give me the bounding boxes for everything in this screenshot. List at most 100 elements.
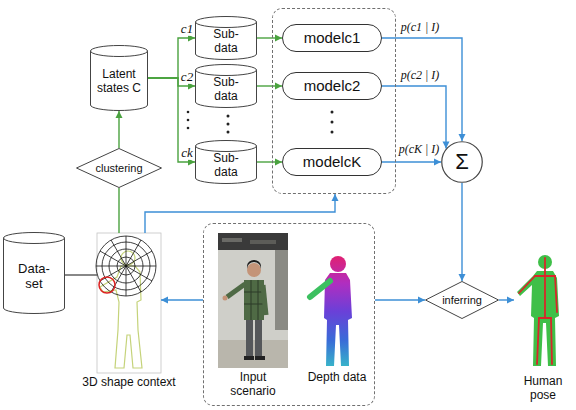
connector xyxy=(119,188,120,233)
photo-scene xyxy=(251,280,252,320)
edge-label: p(c2 | I) xyxy=(400,69,441,82)
ellipsis-dots xyxy=(187,119,190,122)
connector-line xyxy=(118,188,119,233)
cylinder-top xyxy=(196,65,257,76)
ellipsis-dots xyxy=(331,131,334,134)
image-panel: Depth data xyxy=(304,233,370,368)
connector-line xyxy=(148,78,195,162)
photo-scene xyxy=(255,356,265,360)
connector-line xyxy=(375,299,425,300)
cylinder-body xyxy=(4,238,65,314)
connector xyxy=(257,83,282,90)
connector xyxy=(499,297,514,304)
arrowhead xyxy=(161,297,168,304)
edge-label: c1 xyxy=(180,22,194,36)
arrowhead xyxy=(275,159,282,166)
node-label: modelc2 xyxy=(304,77,361,94)
photo-scene xyxy=(263,285,266,315)
ellipsis-dots xyxy=(187,111,334,134)
cylinder-top xyxy=(196,141,257,152)
pose-figure xyxy=(519,258,557,364)
data-cylinder: Sub- data xyxy=(195,16,257,60)
photo-scene xyxy=(250,240,276,244)
connector-line xyxy=(382,161,441,162)
node-label: clustering xyxy=(95,162,142,175)
connector xyxy=(257,35,282,42)
pose-figure xyxy=(517,271,559,366)
image-caption: 3D shape context xyxy=(79,376,179,390)
image-caption: Input scenario xyxy=(221,371,285,399)
ellipsis-dots xyxy=(227,115,230,118)
connector-line xyxy=(145,194,335,233)
ellipsis-dots xyxy=(331,121,334,124)
cylinder-top xyxy=(4,233,65,244)
arrowhead xyxy=(434,159,441,166)
photo-scene xyxy=(255,318,262,358)
arrowhead xyxy=(459,274,466,281)
connector-line xyxy=(461,183,462,281)
depth-figure xyxy=(324,273,352,366)
shape-context-figure xyxy=(96,236,156,296)
image-panel: 3D shape context xyxy=(97,233,161,373)
connector xyxy=(161,297,203,304)
cylinder-top xyxy=(196,17,257,28)
pose-figure xyxy=(551,318,552,364)
arrowhead xyxy=(332,194,339,201)
node-label: modelc1 xyxy=(304,29,361,46)
photo-scene xyxy=(244,304,264,305)
arrowhead xyxy=(116,111,123,118)
edge-label: p(cK | I) xyxy=(398,143,441,156)
ellipsis-dots xyxy=(187,111,190,114)
cylinder-body xyxy=(196,146,257,184)
shape-context-figure xyxy=(99,277,115,293)
image-panel: Input scenario xyxy=(218,233,288,368)
ellipsis-dots xyxy=(331,111,334,114)
photo-scene xyxy=(258,280,259,320)
shape-context-figure xyxy=(97,233,161,373)
shape-context-figure xyxy=(100,266,142,368)
connector xyxy=(382,86,450,148)
pose-figure xyxy=(539,317,551,319)
ellipsis-dots xyxy=(227,123,230,126)
edge-label: p(c1 | I) xyxy=(400,21,441,34)
arrowhead xyxy=(418,297,425,304)
edge-label: ck xyxy=(180,146,194,160)
model-box: modelcK xyxy=(282,148,382,176)
depth-figure xyxy=(310,281,330,297)
sum-circle: Σ xyxy=(441,141,483,183)
connector xyxy=(116,111,123,148)
cylinder-body xyxy=(196,70,257,108)
ellipsis-dots xyxy=(187,127,190,130)
pose-figure xyxy=(519,276,535,293)
photo-scene xyxy=(247,260,261,269)
data-cylinder: Sub- data xyxy=(195,140,257,184)
depth-figure xyxy=(304,233,370,368)
node-label: Latent states C xyxy=(96,68,142,96)
dashed-group: modelc1 modelc2 modelcK xyxy=(272,8,396,194)
photo-scene xyxy=(246,318,253,358)
pose-figure xyxy=(544,258,546,272)
connector xyxy=(257,159,282,166)
image-panel: Human pose xyxy=(514,236,572,372)
node-label: modelcK xyxy=(303,153,361,170)
photo-scene xyxy=(247,263,261,277)
model-box: modelc1 xyxy=(282,24,382,52)
connector-line xyxy=(382,86,446,148)
node-label: Sub- data xyxy=(209,152,243,180)
cylinder-body xyxy=(91,51,148,110)
connector xyxy=(65,275,97,276)
connector xyxy=(145,194,339,233)
image-caption: Depth data xyxy=(307,371,367,385)
data-cylinder: Sub- data xyxy=(195,64,257,108)
connector xyxy=(382,159,441,166)
connector xyxy=(375,297,425,304)
pose-figure xyxy=(555,276,557,312)
node-label: Sub- data xyxy=(209,28,243,56)
connector xyxy=(148,78,195,166)
shape-context-figure xyxy=(96,236,156,296)
photo-scene xyxy=(218,233,288,250)
shape-context-figure xyxy=(96,233,161,373)
photo-scene xyxy=(223,296,228,301)
